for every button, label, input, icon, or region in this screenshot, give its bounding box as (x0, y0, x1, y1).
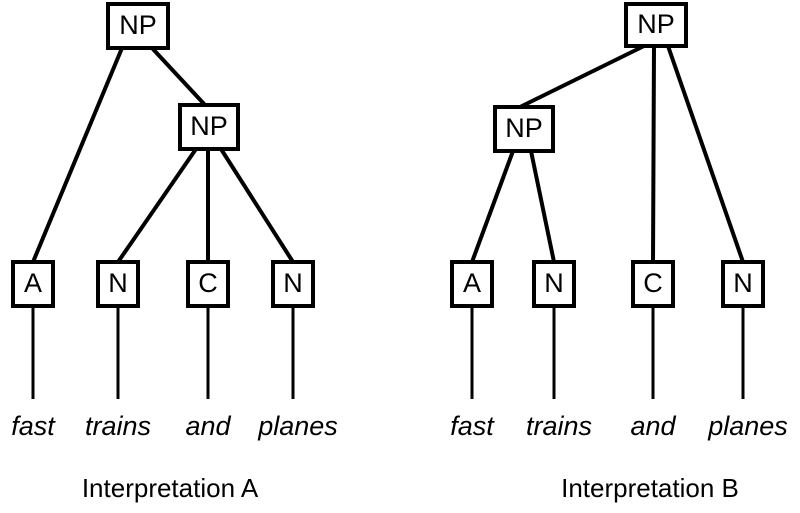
node-box-np-root (106, 2, 170, 50)
terminal-word-planes: planes (707, 411, 788, 441)
terminal-word-trains: trains (526, 411, 592, 441)
node-box-n-n2 (721, 260, 765, 308)
node-label-np2: NP (190, 111, 228, 141)
node-label-n1: N (108, 268, 128, 298)
node-label-a: A (24, 268, 42, 298)
node-label-c: C (198, 268, 218, 298)
terminal-word-and: and (630, 411, 676, 441)
node-box-n-n1 (96, 260, 140, 308)
tree-edge-np2-to-n1 (116, 147, 198, 264)
node-label-c: C (643, 268, 663, 298)
node-box-np-np2 (493, 105, 555, 153)
caption-interpretation-b: Interpretation B (561, 473, 739, 503)
tree-edge-np2-to-a (470, 150, 515, 263)
tree-edge-root-to-np2 (150, 46, 207, 107)
node-label-a: A (463, 268, 481, 298)
tree-edge-np2-to-n2 (219, 147, 295, 264)
tree-edge-root-to-np2 (519, 44, 645, 109)
node-box-n-n2 (271, 260, 315, 308)
node-label-n1: N (544, 268, 564, 298)
node-box-c-c (186, 260, 230, 308)
node-box-c-c (631, 260, 675, 308)
node-label-n2: N (283, 268, 303, 298)
node-label-root: NP (637, 9, 675, 39)
tree-edge-root-to-c (651, 45, 656, 263)
node-label-root: NP (119, 10, 157, 40)
node-label-n2: N (733, 268, 753, 298)
caption-interpretation-a: Interpretation A (82, 473, 259, 503)
node-box-a-a (450, 260, 494, 308)
node-box-np-root (624, 2, 688, 48)
node-label-np2: NP (505, 113, 543, 143)
node-box-np-np2 (178, 103, 240, 151)
node-box-n-n1 (532, 260, 576, 308)
tree-edge-np2-to-n1 (529, 150, 556, 263)
tree-edge-root-to-a (31, 47, 124, 263)
tree-edge-root-to-n2 (666, 45, 745, 263)
node-box-a-a (11, 260, 55, 308)
terminal-word-trains: trains (85, 411, 151, 441)
terminal-word-planes: planes (257, 411, 338, 441)
terminal-word-fast: fast (11, 411, 56, 441)
terminal-word-and: and (185, 411, 231, 441)
terminal-word-fast: fast (450, 411, 495, 441)
